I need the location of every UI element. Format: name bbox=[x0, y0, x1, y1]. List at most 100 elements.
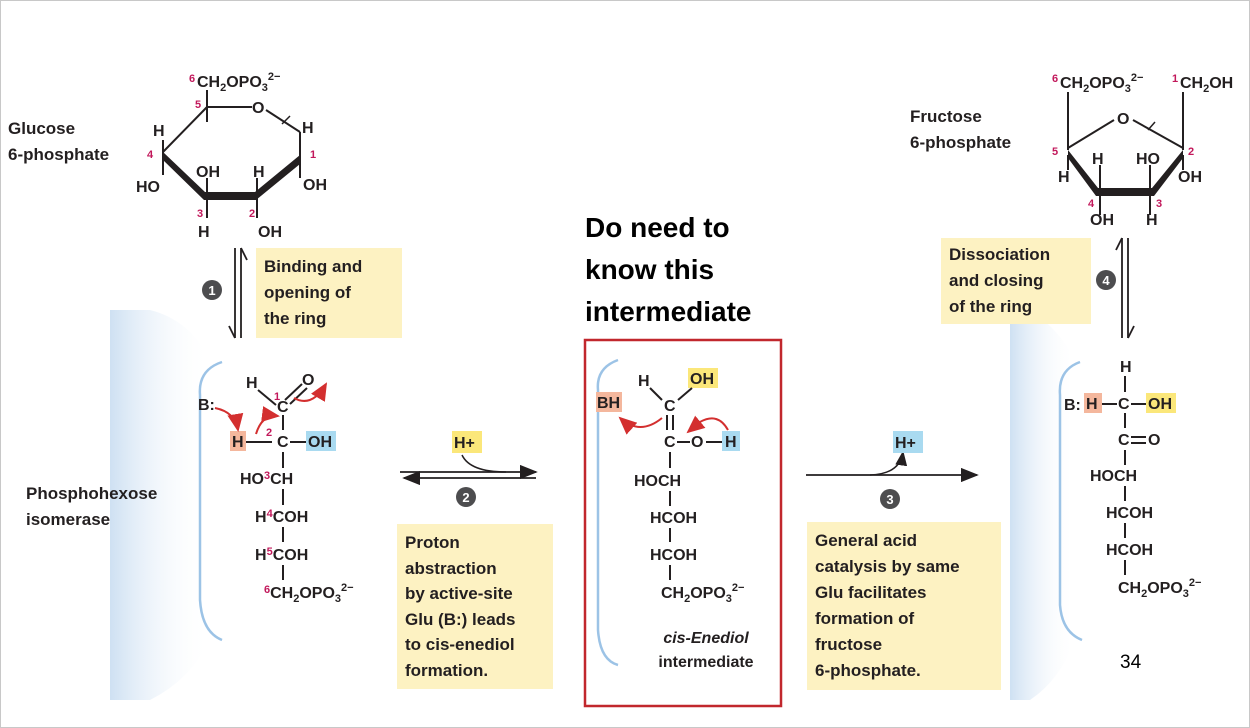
enzyme-label: Phosphohexose isomerase bbox=[26, 484, 158, 529]
svg-text:HCOH: HCOH bbox=[1106, 505, 1153, 522]
equilibrium-arrow-4 bbox=[1115, 237, 1135, 339]
svg-text:OH: OH bbox=[196, 164, 220, 181]
svg-text:H+: H+ bbox=[454, 435, 475, 452]
svg-text:C: C bbox=[1118, 432, 1130, 449]
open-chain-fructose: B: H H C OH C O HOCH HCOH HCOH CH2OPO32− bbox=[1064, 359, 1201, 600]
svg-text:CH2OH: CH2OH bbox=[1180, 75, 1233, 95]
svg-text:B:: B: bbox=[1064, 397, 1081, 414]
svg-text:HO: HO bbox=[1136, 151, 1160, 168]
svg-text:1: 1 bbox=[208, 283, 215, 298]
svg-text:C: C bbox=[277, 399, 289, 416]
callout-text: Do need to know this intermediate bbox=[585, 212, 752, 327]
svg-text:H: H bbox=[253, 164, 265, 181]
step-2-arrows: H+ bbox=[400, 431, 538, 486]
svg-text:C: C bbox=[664, 398, 676, 415]
svg-text:3: 3 bbox=[1156, 198, 1162, 210]
svg-text:CH2OPO32−: CH2OPO32− bbox=[661, 582, 744, 605]
svg-text:5: 5 bbox=[195, 99, 201, 111]
svg-text:H: H bbox=[246, 375, 258, 392]
svg-text:H: H bbox=[198, 224, 210, 241]
svg-text:C: C bbox=[1118, 396, 1130, 413]
svg-text:H: H bbox=[1146, 212, 1158, 229]
svg-text:CH2OPO32−: CH2OPO32− bbox=[1118, 577, 1201, 600]
step-4-badge: 4 bbox=[1096, 270, 1116, 290]
svg-text:O: O bbox=[1148, 432, 1160, 449]
page-number: 34 bbox=[1120, 652, 1142, 673]
svg-text:HCOH: HCOH bbox=[650, 510, 697, 527]
svg-text:4: 4 bbox=[147, 149, 154, 161]
svg-text:O: O bbox=[302, 372, 314, 389]
svg-text:3: 3 bbox=[197, 208, 203, 220]
enzyme-bracket-mid bbox=[596, 358, 619, 667]
svg-text:HO: HO bbox=[136, 179, 160, 196]
svg-text:HOCH: HOCH bbox=[634, 473, 681, 490]
svg-text:OH: OH bbox=[303, 177, 327, 194]
step-2-badge: 2 bbox=[456, 487, 476, 507]
svg-text:4: 4 bbox=[1088, 198, 1095, 210]
svg-text:1: 1 bbox=[274, 391, 280, 403]
svg-text:2: 2 bbox=[249, 208, 255, 220]
glucose-ring: 6 CH2OPO32− 5 O H 1 OH H 4 HO OH 3 H H 2… bbox=[136, 71, 327, 241]
svg-text:5: 5 bbox=[1052, 146, 1058, 158]
step-1-badge: 1 bbox=[202, 280, 222, 300]
equilibrium-arrow-1 bbox=[228, 247, 248, 339]
svg-text:4: 4 bbox=[1102, 273, 1110, 288]
svg-text:C: C bbox=[277, 434, 289, 451]
svg-text:2: 2 bbox=[266, 427, 272, 439]
svg-text:H: H bbox=[232, 434, 244, 451]
svg-text:H: H bbox=[302, 120, 314, 137]
svg-text:H4COH: H4COH bbox=[255, 508, 308, 526]
svg-text:O: O bbox=[691, 434, 703, 451]
svg-text:BH: BH bbox=[597, 395, 620, 412]
svg-text:OH: OH bbox=[1090, 212, 1114, 229]
svg-text:C: C bbox=[664, 434, 676, 451]
enediol-intermediate: BH H OH C C O H HOCH HCOH HCOH CH2OPO32− bbox=[596, 368, 744, 605]
svg-text:HCOH: HCOH bbox=[650, 547, 697, 564]
step-3-arrows: H+ bbox=[806, 431, 979, 483]
svg-text:H+: H+ bbox=[895, 435, 916, 452]
svg-text:H: H bbox=[1058, 169, 1070, 186]
fructose-6-phosphate-label: Fructose 6-phosphate bbox=[910, 107, 1012, 152]
svg-text:H: H bbox=[1092, 151, 1104, 168]
svg-text:HO3CH: HO3CH bbox=[240, 470, 293, 488]
svg-text:6CH2OPO32−: 6CH2OPO32− bbox=[264, 582, 354, 605]
svg-text:3: 3 bbox=[886, 492, 893, 507]
svg-text:H5COH: H5COH bbox=[255, 546, 308, 564]
svg-text:H: H bbox=[638, 373, 650, 390]
svg-text:OH: OH bbox=[258, 224, 282, 241]
enzyme-shade-left bbox=[110, 310, 210, 700]
svg-text:2: 2 bbox=[462, 490, 469, 505]
fructose-ring: 6 CH2OPO32− 1 CH2OH O 5 2 H OH H 4 OH HO… bbox=[1052, 72, 1233, 229]
svg-text:H: H bbox=[1120, 359, 1132, 376]
svg-text:H: H bbox=[1086, 396, 1098, 413]
svg-text:OH: OH bbox=[1148, 396, 1172, 413]
svg-text:O: O bbox=[1117, 111, 1129, 128]
svg-text:CH2OPO32−: CH2OPO32− bbox=[1060, 72, 1143, 95]
svg-text:H: H bbox=[725, 434, 737, 451]
enzyme-bracket-right bbox=[1058, 360, 1083, 642]
enzyme-shade-right bbox=[1010, 310, 1075, 700]
svg-text:B:: B: bbox=[198, 397, 215, 414]
svg-text:OH: OH bbox=[690, 371, 714, 388]
svg-text:6: 6 bbox=[1052, 73, 1058, 85]
svg-text:O: O bbox=[252, 100, 264, 117]
svg-text:OH: OH bbox=[308, 434, 332, 451]
intermediate-caption: cis-Enediol intermediate bbox=[658, 630, 754, 671]
svg-text:CH2OPO32−: CH2OPO32− bbox=[197, 71, 280, 94]
svg-text:H: H bbox=[153, 123, 165, 140]
svg-text:6: 6 bbox=[189, 73, 195, 85]
intermediate-highlight-box bbox=[583, 338, 783, 708]
svg-text:OH: OH bbox=[1178, 169, 1202, 186]
enzyme-bracket-left bbox=[198, 360, 223, 642]
svg-text:HCOH: HCOH bbox=[1106, 542, 1153, 559]
svg-text:HOCH: HOCH bbox=[1090, 468, 1137, 485]
svg-text:2: 2 bbox=[1188, 146, 1194, 158]
step-3-badge: 3 bbox=[880, 489, 900, 509]
svg-text:1: 1 bbox=[310, 149, 316, 161]
